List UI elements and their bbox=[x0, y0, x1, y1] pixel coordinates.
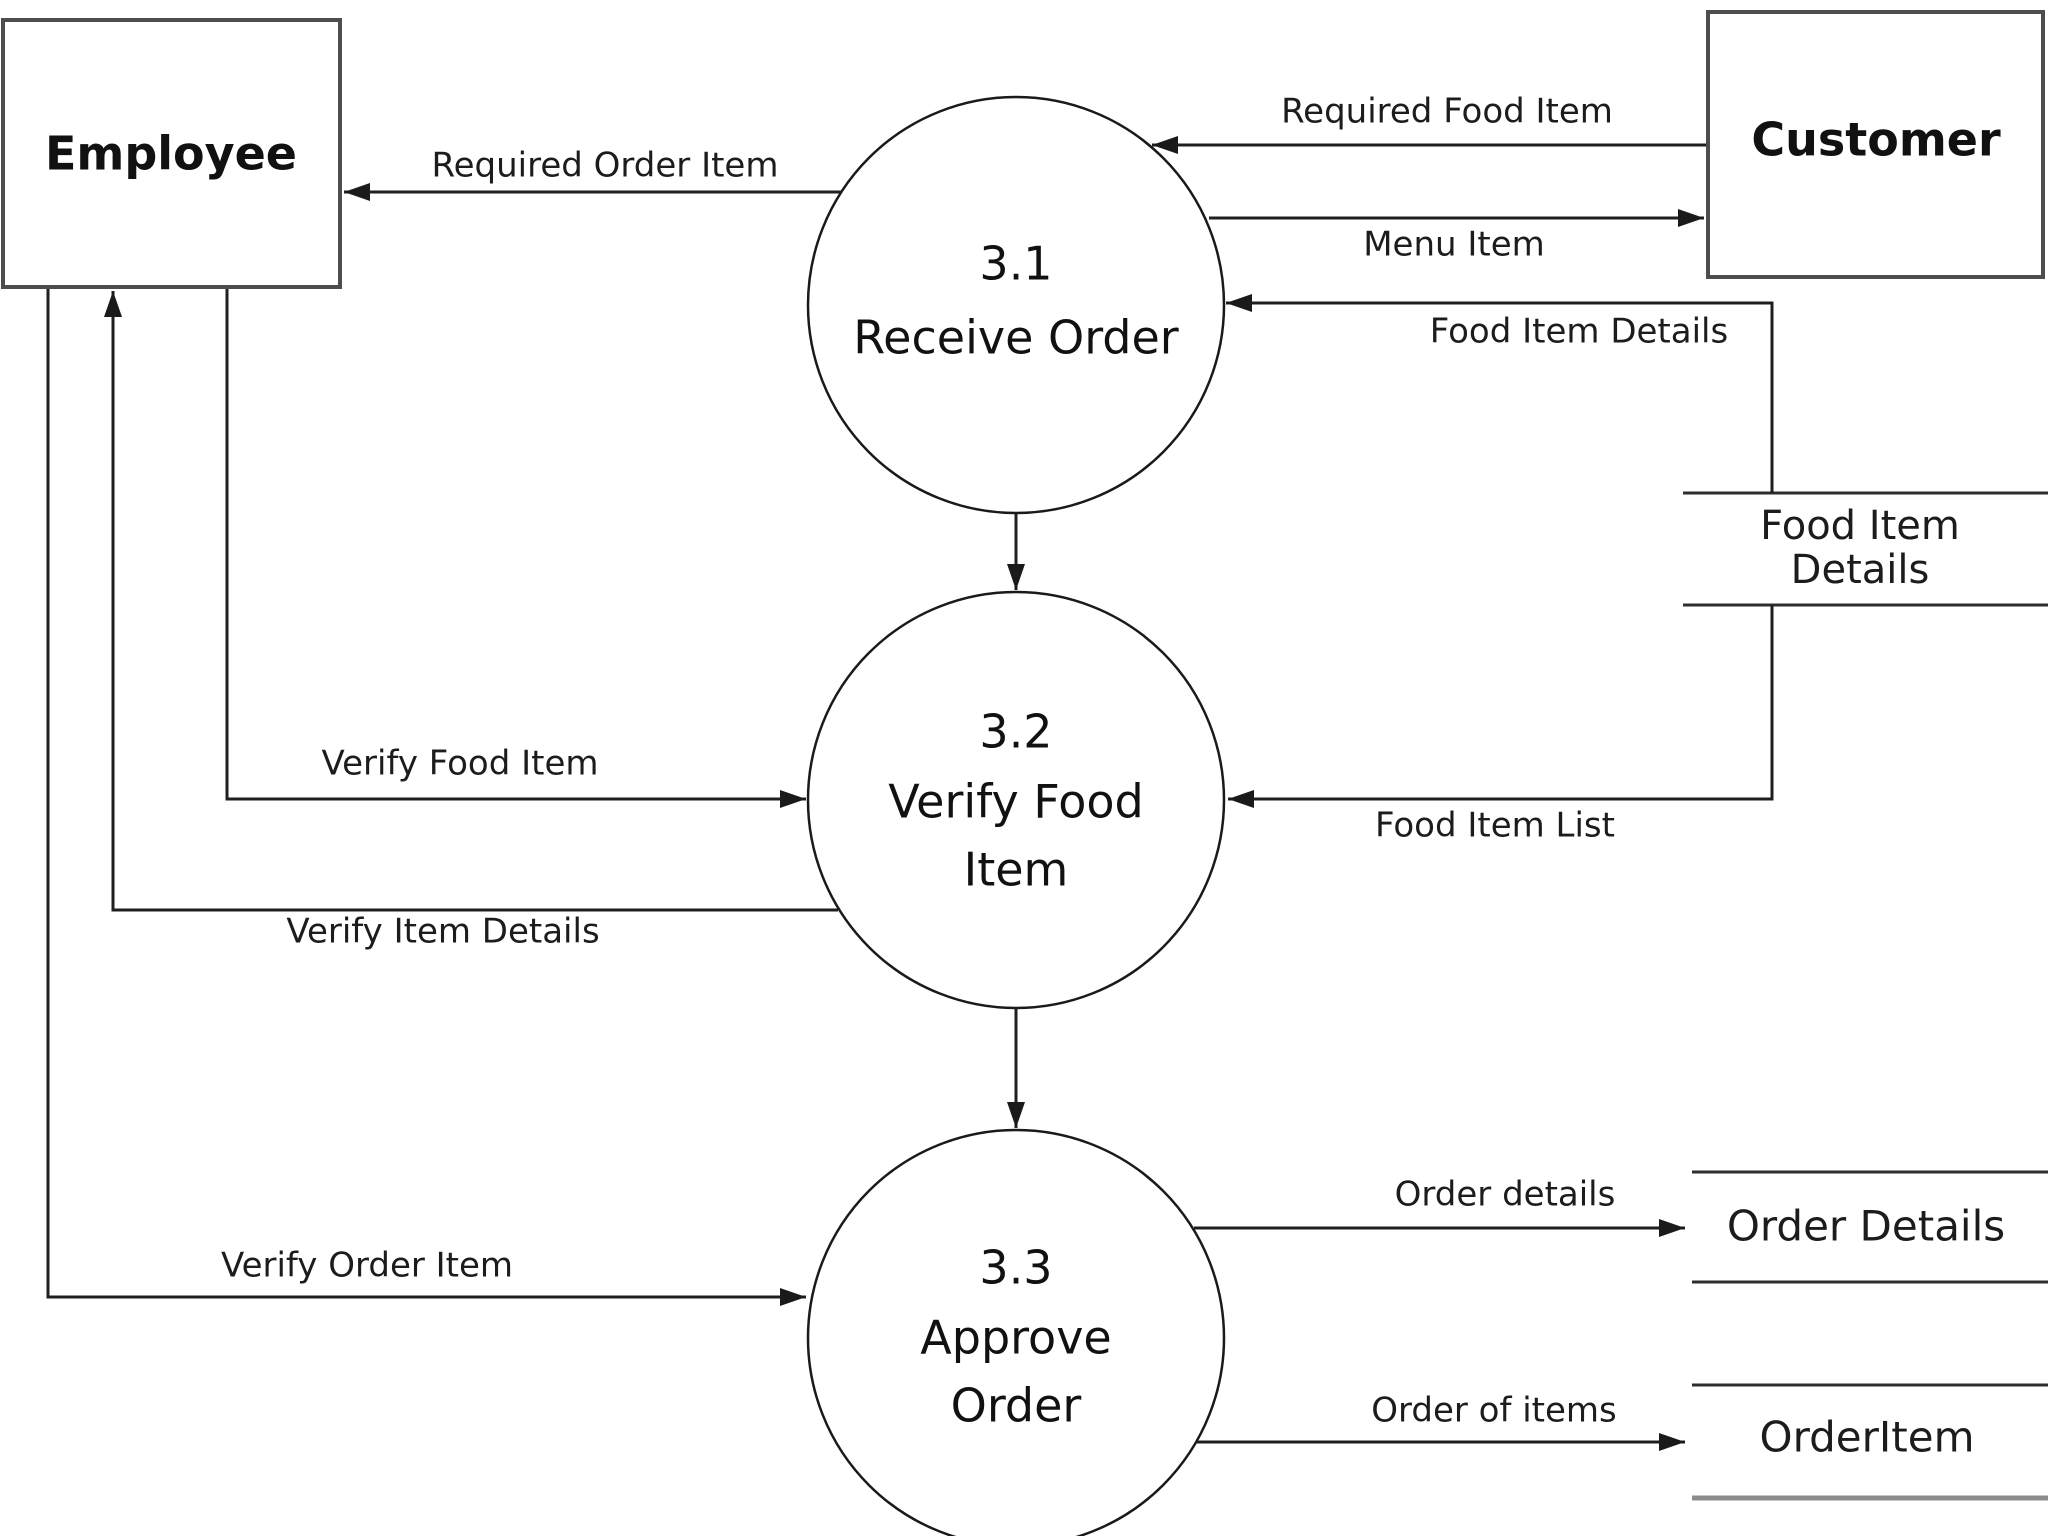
flow-required-food-item-label: Required Food Item bbox=[1281, 92, 1613, 132]
entity-employee-box bbox=[1, 18, 342, 289]
datastore-order-details bbox=[1692, 1170, 2048, 1284]
flow-food-item-list-label: Food Item List bbox=[1375, 806, 1615, 846]
flow-verify-item-details-label: Verify Item Details bbox=[286, 912, 599, 952]
entity-employee-label: Employee bbox=[45, 127, 297, 181]
flow-order-details-label: Order details bbox=[1395, 1175, 1616, 1215]
datastore-food-item-details-label-line1: Food Item bbox=[1760, 503, 1960, 549]
flow-food-item-list-arrow bbox=[1228, 605, 1774, 808]
process-3-2-number: 3.2 bbox=[979, 705, 1052, 759]
flow-food-item-details-label: Food Item Details bbox=[1430, 312, 1728, 352]
datastore-food-item-details bbox=[1683, 491, 2048, 607]
flow-menu-item-label: Menu Item bbox=[1363, 225, 1545, 265]
flow-verify-order-item-arrow bbox=[46, 289, 806, 1306]
process-3-1-number: 3.1 bbox=[979, 237, 1052, 291]
datastore-order-item bbox=[1692, 1383, 2048, 1501]
process-3-1-circle bbox=[806, 95, 1226, 515]
process-3-1-name: Receive Order bbox=[853, 311, 1179, 365]
process-3-2-name-line1: Verify Food bbox=[888, 775, 1143, 829]
process-3-3-circle bbox=[806, 1128, 1226, 1536]
flow-verify-food-item-arrow bbox=[225, 289, 806, 808]
flow-verify-order-item-label: Verify Order Item bbox=[221, 1246, 513, 1286]
flow-required-order-item-label: Required Order Item bbox=[432, 146, 779, 186]
datastore-order-details-label: Order Details bbox=[1727, 1202, 2005, 1251]
flow-order-of-items-label: Order of items bbox=[1371, 1391, 1617, 1431]
datastore-order-item-label: OrderItem bbox=[1760, 1413, 1975, 1462]
process-3-3-name-line2: Order bbox=[951, 1379, 1082, 1433]
process-3-2-name-line2: Item bbox=[964, 843, 1069, 897]
flow-verify-item-details-arrow bbox=[104, 291, 838, 912]
flow-verify-food-item-label: Verify Food Item bbox=[322, 744, 599, 784]
process-3-3-number: 3.3 bbox=[979, 1241, 1052, 1295]
entity-customer-label: Customer bbox=[1751, 113, 2001, 167]
process-3-3-name-line1: Approve bbox=[920, 1311, 1111, 1365]
entity-customer-box bbox=[1706, 10, 2045, 279]
flow-food-item-details-arrow bbox=[1226, 294, 1774, 493]
datastore-food-item-details-label-line2: Details bbox=[1791, 547, 1930, 593]
